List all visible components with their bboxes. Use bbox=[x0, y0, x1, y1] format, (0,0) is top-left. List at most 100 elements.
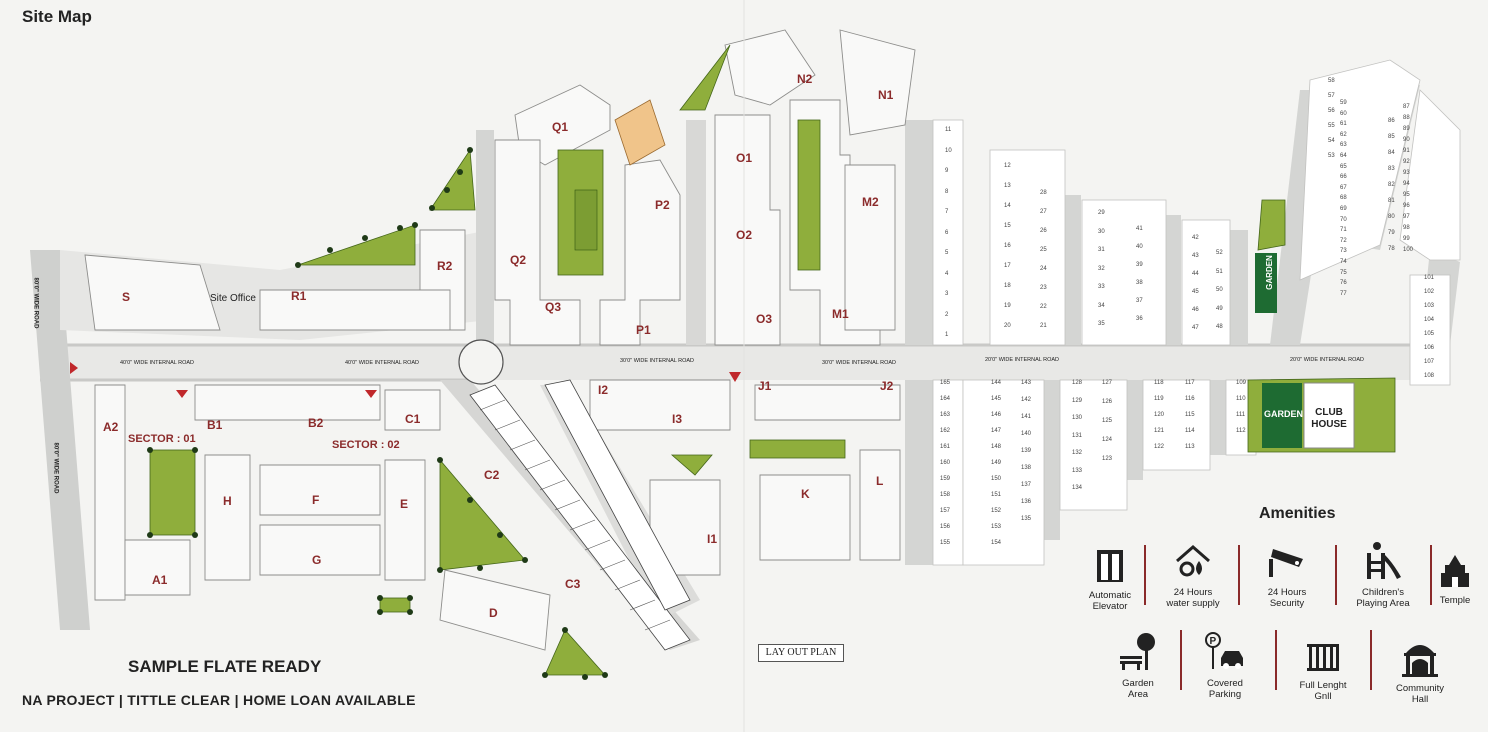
plot-number: 69 bbox=[1340, 206, 1347, 212]
building-label-b2: B2 bbox=[308, 416, 324, 430]
amenities-title: Amenities bbox=[1259, 505, 1336, 522]
page-title: Site Map bbox=[22, 7, 92, 26]
plot-number: 148 bbox=[991, 444, 1002, 450]
plot-number: 105 bbox=[1424, 331, 1435, 337]
road-label: 40'0" WIDE INTERNAL ROAD bbox=[120, 360, 195, 366]
plot-number: 6 bbox=[945, 229, 949, 236]
plot-number: 79 bbox=[1388, 230, 1395, 236]
plot-number: 4 bbox=[945, 270, 949, 277]
plot-number: 132 bbox=[1072, 450, 1083, 456]
plot-number: 15 bbox=[1004, 223, 1011, 229]
plot-number: 22 bbox=[1040, 304, 1047, 310]
plot-number: 76 bbox=[1340, 280, 1347, 287]
plot-number: 72 bbox=[1340, 237, 1347, 244]
plot-number: 164 bbox=[940, 396, 951, 402]
plot-number: 153 bbox=[991, 524, 1002, 530]
building-label-c2: C2 bbox=[484, 468, 500, 482]
plot-number: 109 bbox=[1236, 380, 1247, 386]
tree-dots bbox=[147, 147, 608, 680]
plot-number: 146 bbox=[991, 412, 1002, 418]
layout-plan-label: LAY OUT PLAN bbox=[758, 644, 844, 662]
promo-headline: SAMPLE FLATE READY bbox=[128, 657, 322, 676]
plot-number: 20 bbox=[1004, 323, 1011, 329]
plot-number: 165 bbox=[940, 380, 951, 386]
plot-number: 81 bbox=[1388, 198, 1395, 204]
plot-number: 158 bbox=[940, 492, 951, 498]
svg-text:P: P bbox=[1210, 636, 1217, 647]
plot-number: 64 bbox=[1340, 153, 1347, 159]
amenity-security: 24 Hours Security bbox=[1242, 543, 1332, 609]
plot-number: 23 bbox=[1040, 285, 1047, 291]
plot-number: 143 bbox=[1021, 380, 1032, 386]
plot-number: 124 bbox=[1102, 437, 1113, 443]
plot-number: 104 bbox=[1424, 317, 1435, 323]
plot-number: 152 bbox=[991, 508, 1002, 514]
building-label-q3: Q3 bbox=[545, 300, 562, 314]
building-label-n1: N1 bbox=[878, 88, 894, 102]
plot-number: 48 bbox=[1216, 324, 1223, 330]
amenity-community-hall: Community Hall bbox=[1375, 637, 1465, 705]
plot-number: 75 bbox=[1340, 269, 1347, 276]
plot-number: 25 bbox=[1040, 247, 1047, 253]
plot-number: 8 bbox=[945, 188, 949, 195]
plot-number: 126 bbox=[1102, 399, 1113, 405]
building-label-k: K bbox=[801, 487, 810, 501]
plot-number: 35 bbox=[1098, 321, 1105, 327]
plot-number: 43 bbox=[1192, 253, 1199, 259]
plot-number: 135 bbox=[1021, 516, 1032, 522]
plot-number: 98 bbox=[1403, 225, 1410, 231]
plot-number: 14 bbox=[1004, 203, 1011, 209]
building-label-s: S bbox=[122, 290, 131, 304]
building-label-o1: O1 bbox=[736, 151, 753, 165]
plot-number: 37 bbox=[1136, 298, 1143, 304]
road-label-80ft: 80'0" WIDE ROAD bbox=[32, 277, 39, 329]
plot-number: 112 bbox=[1236, 428, 1246, 434]
amenity-separator bbox=[1335, 545, 1337, 605]
plot-number: 108 bbox=[1424, 373, 1435, 379]
plot-number: 118 bbox=[1154, 380, 1164, 386]
plot-number: 51 bbox=[1216, 268, 1223, 275]
parking-icon: P bbox=[1205, 632, 1243, 669]
building-label-b1: B1 bbox=[207, 418, 223, 432]
plot-number: 58 bbox=[1328, 78, 1335, 84]
road-label: 40'0" WIDE INTERNAL ROAD bbox=[345, 360, 420, 366]
building-label-c1: C1 bbox=[405, 412, 421, 426]
plot-number: 27 bbox=[1040, 209, 1047, 215]
plot-number: 103 bbox=[1424, 303, 1435, 309]
plot-number: 88 bbox=[1403, 115, 1410, 121]
plot-blocks bbox=[932, 59, 1461, 566]
amenity-full-length-grill: Full Lenght Gnll bbox=[1278, 640, 1368, 702]
plot-number: 34 bbox=[1098, 302, 1105, 309]
plot-number: 31 bbox=[1098, 247, 1105, 253]
plot-number: 139 bbox=[1021, 448, 1032, 454]
plot-number: 77 bbox=[1340, 290, 1347, 297]
plot-number: 29 bbox=[1098, 210, 1105, 216]
sector-label: SECTOR : 02 bbox=[332, 439, 400, 451]
amenity-separator bbox=[1275, 630, 1277, 690]
building-label-h: H bbox=[223, 494, 232, 508]
plot-number: 44 bbox=[1192, 271, 1199, 277]
building-label-o3: O3 bbox=[756, 312, 773, 326]
plot-number: 97 bbox=[1403, 214, 1410, 220]
plot-number: 121 bbox=[1154, 428, 1165, 434]
amenity-playing-area: Children's Playing Area bbox=[1338, 541, 1428, 609]
plot-number: 19 bbox=[1004, 303, 1011, 309]
plot-number: 82 bbox=[1388, 182, 1395, 188]
plot-number: 49 bbox=[1216, 305, 1223, 312]
plot-number: 66 bbox=[1340, 174, 1347, 181]
plot-number: 12 bbox=[1004, 163, 1011, 169]
plot-number: 80 bbox=[1388, 214, 1395, 220]
plot-number: 92 bbox=[1403, 159, 1410, 165]
plot-number: 9 bbox=[945, 168, 949, 174]
plot-number: 1 bbox=[945, 332, 949, 338]
plot-number: 26 bbox=[1040, 228, 1047, 234]
building-label-q1: Q1 bbox=[552, 120, 569, 134]
plot-number: 41 bbox=[1136, 226, 1143, 232]
club-house-block bbox=[1303, 382, 1355, 449]
plot-number: 90 bbox=[1403, 137, 1410, 143]
plot-number: 86 bbox=[1388, 118, 1395, 124]
temple-icon bbox=[1441, 555, 1469, 587]
plot-number: 2 bbox=[945, 311, 949, 318]
row-houses bbox=[469, 379, 691, 651]
plot-number: 68 bbox=[1340, 195, 1347, 202]
